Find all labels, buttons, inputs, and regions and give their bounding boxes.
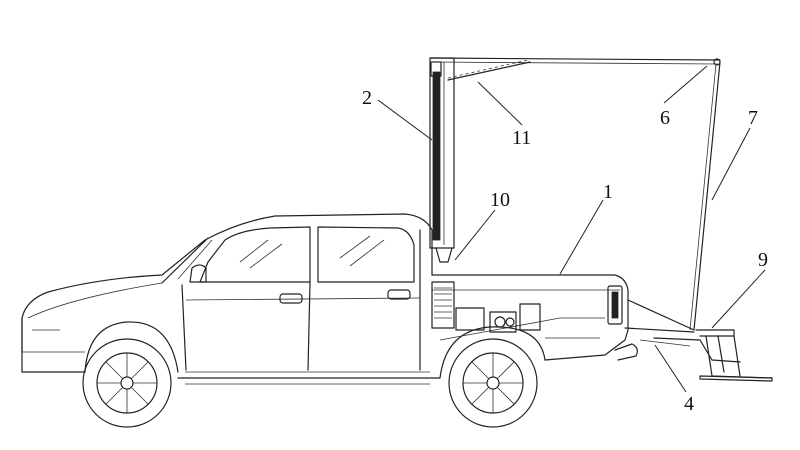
leader-lines [377,65,766,393]
screen-frame [429,57,721,333]
rear-wheel [448,338,538,428]
rear-step-assembly [639,329,773,382]
front-wheel [82,338,172,428]
callout-10: 10 [490,189,510,211]
callout-2: 2 [362,87,372,109]
callout-1: 1 [603,181,613,203]
callout-11: 11 [512,127,531,149]
lift-mast [429,57,455,263]
callout-6: 6 [660,107,670,129]
callout-4: 4 [684,393,694,415]
pickup-truck [21,213,638,385]
bed-equipment [431,281,541,333]
callout-9: 9 [758,249,768,271]
callout-7: 7 [748,107,758,129]
